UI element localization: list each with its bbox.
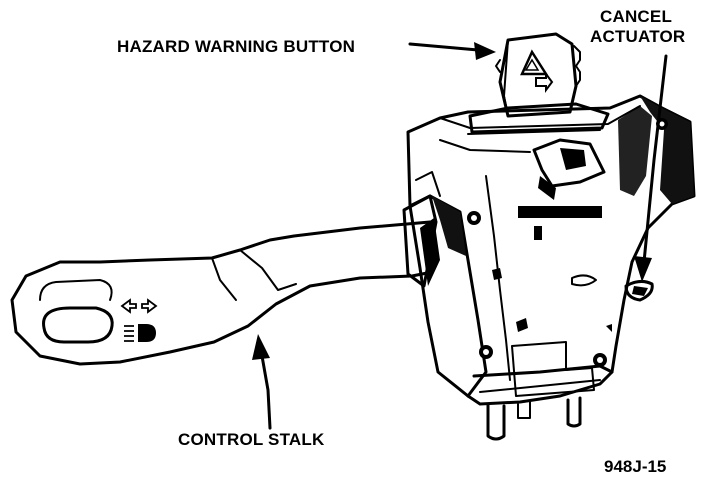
control-stalk[interactable] xyxy=(10,220,434,366)
turn-signal-arrows-icon xyxy=(120,298,158,314)
headlamp-beam-icon xyxy=(124,324,156,342)
cancel-label-line1: CANCEL xyxy=(600,7,672,26)
hazard-warning-button[interactable] xyxy=(468,32,610,134)
hazard-warning-label: HAZARD WARNING BUTTON xyxy=(117,37,355,56)
switch-housing xyxy=(402,94,696,441)
control-stalk-label: CONTROL STALK xyxy=(178,430,325,449)
cancel-actuator[interactable] xyxy=(624,279,654,302)
leader-cancel xyxy=(634,54,668,282)
hazard-triangle-icon xyxy=(520,49,554,93)
figure-id: 948J-15 xyxy=(604,457,666,476)
cancel-label-line2: ACTUATOR xyxy=(590,27,685,46)
leader-stalk xyxy=(252,334,272,430)
leader-hazard xyxy=(408,42,496,60)
